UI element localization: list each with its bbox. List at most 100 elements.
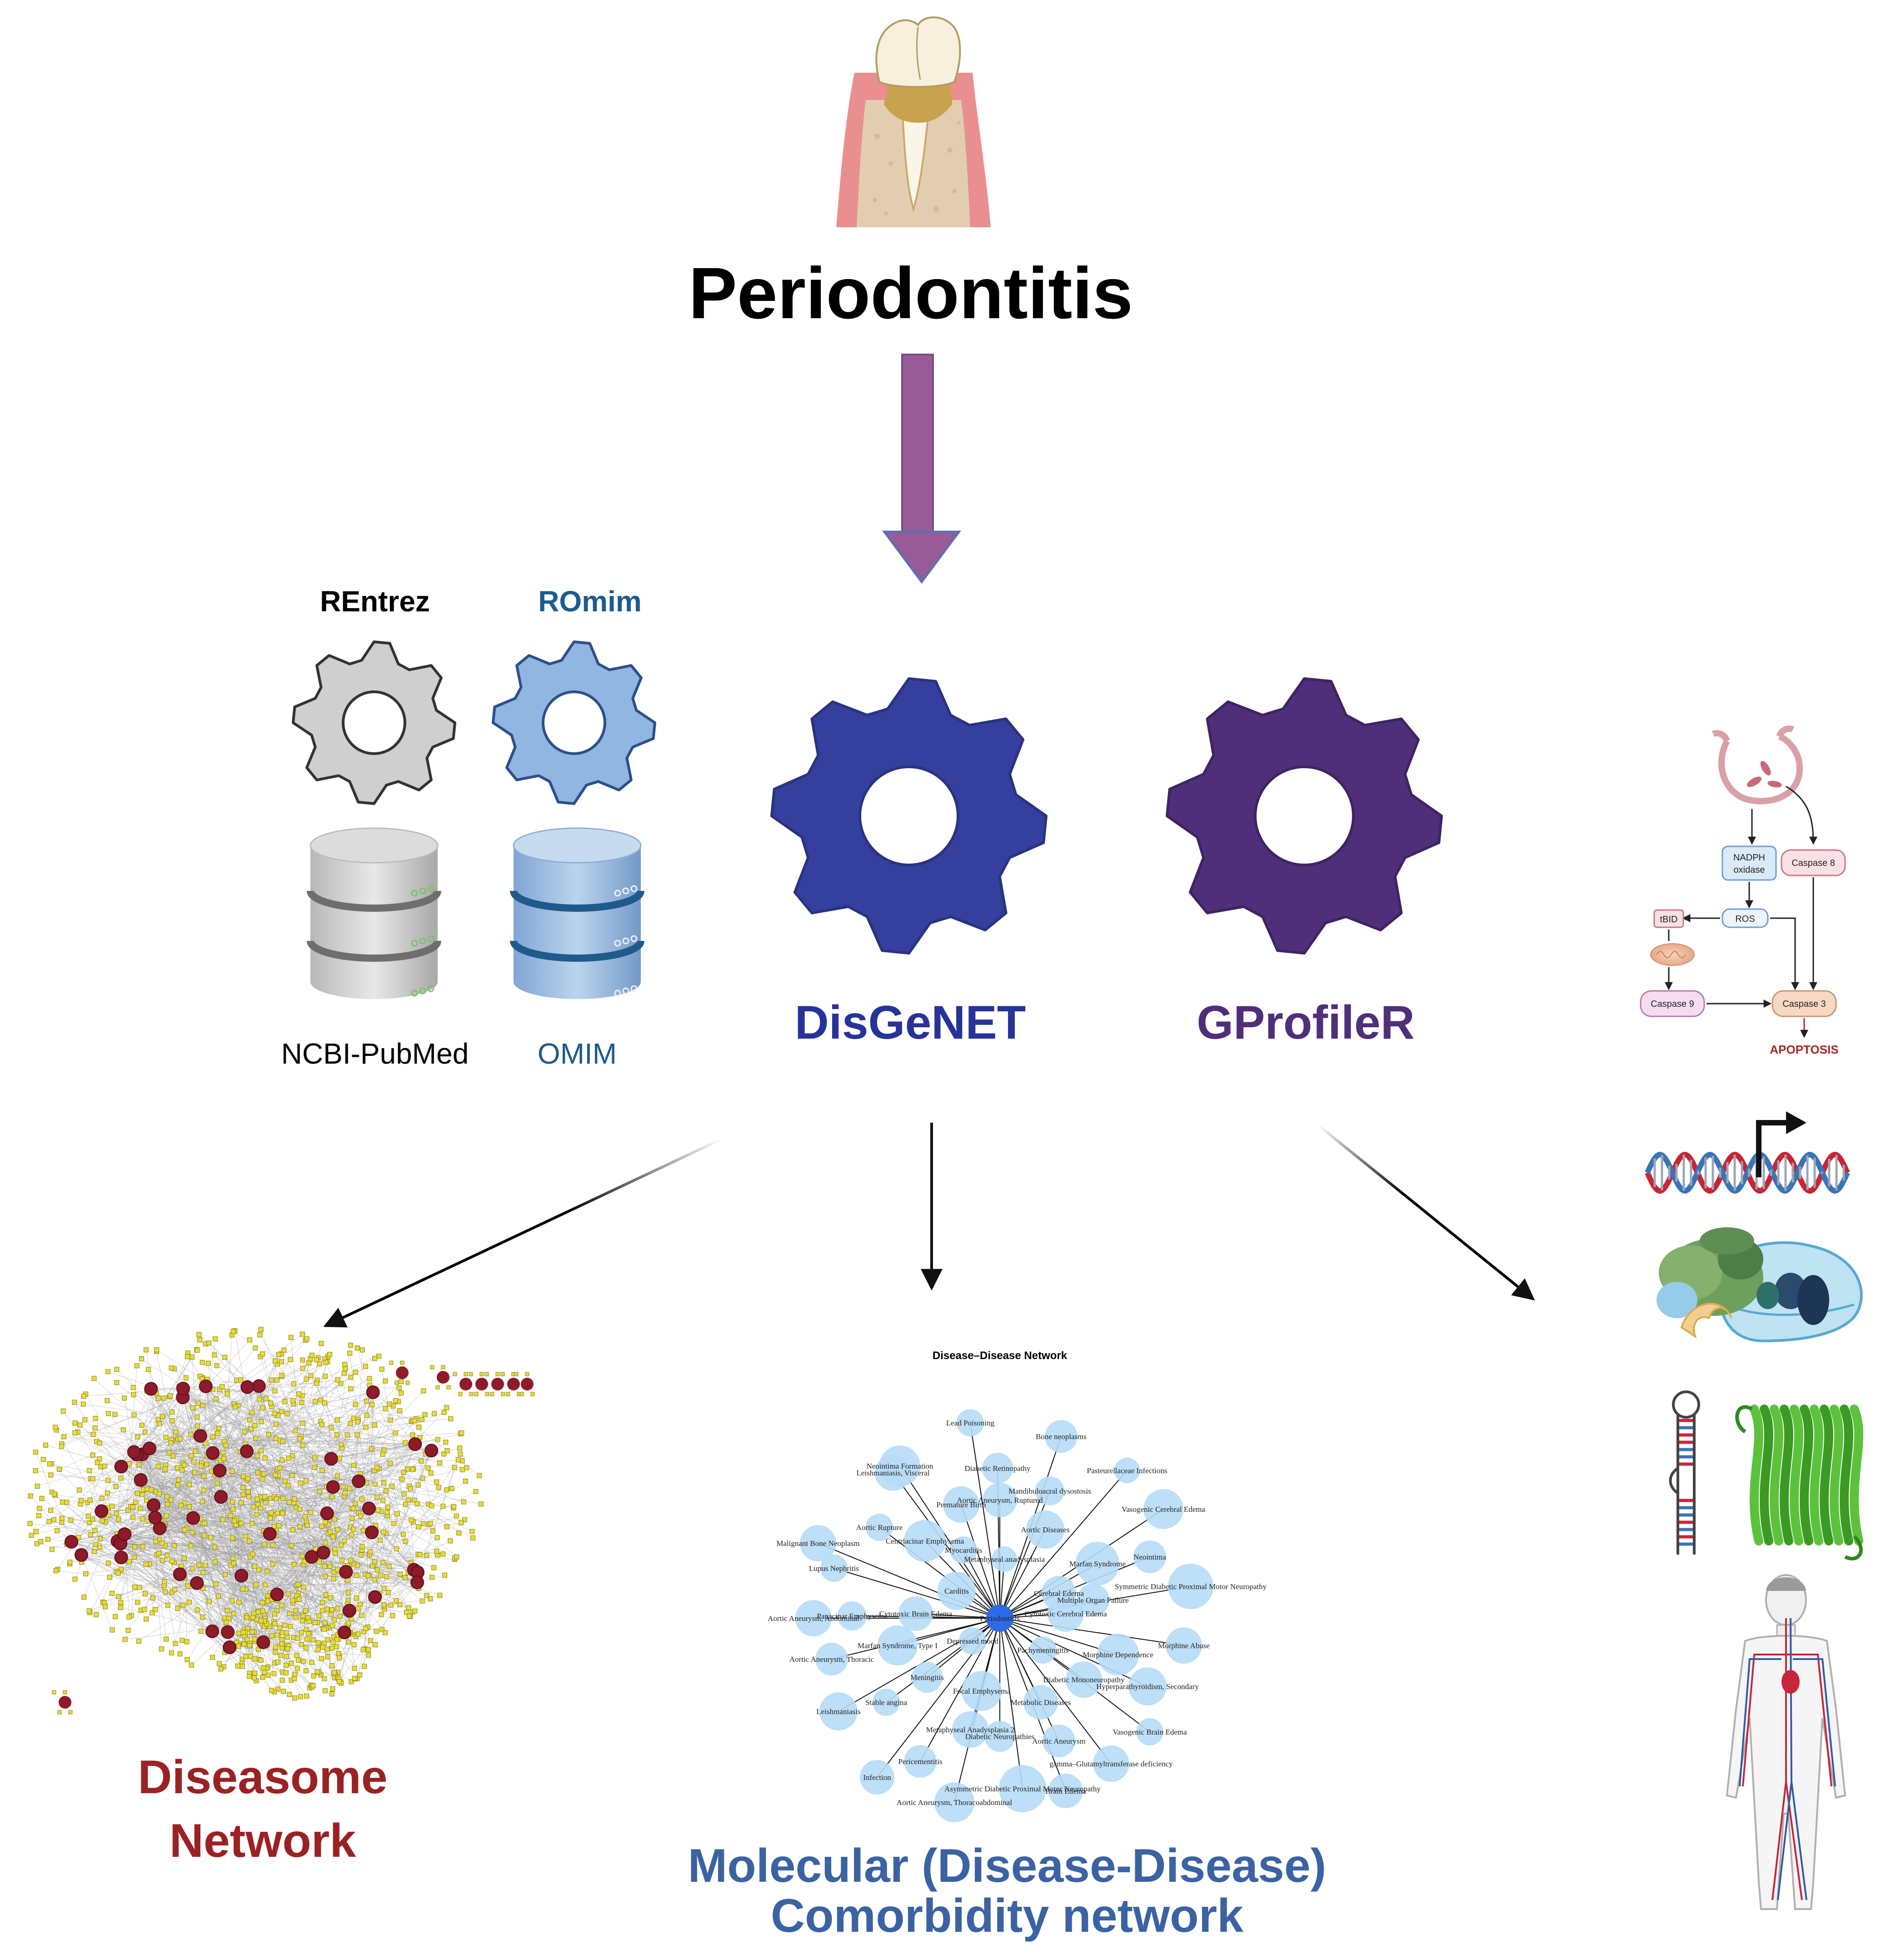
gene-node <box>285 1591 291 1597</box>
gene-node <box>355 1606 361 1611</box>
diseasome-edge <box>150 1389 256 1585</box>
diseasome-edge <box>227 1355 312 1632</box>
diseasome-edge <box>180 1574 298 1669</box>
gene-node <box>284 1411 290 1416</box>
diseasome-edge <box>331 1389 351 1459</box>
gene-node <box>286 1455 291 1461</box>
rentrez-label: REntrez <box>320 585 430 618</box>
gene-node <box>394 1598 399 1604</box>
beta-strand <box>1780 1405 1793 1545</box>
diseasome-edge <box>71 1541 265 1619</box>
gene-node <box>352 1676 358 1681</box>
gene-node <box>434 1535 440 1540</box>
gene-node <box>275 1659 280 1665</box>
gene-node <box>337 1679 342 1684</box>
diseasome-edge <box>319 1444 415 1673</box>
gene-node <box>322 1676 327 1681</box>
diseasome-edge <box>349 1500 415 1611</box>
gene-node <box>133 1500 138 1505</box>
gene-node <box>283 1670 289 1675</box>
gene-node <box>146 1367 151 1372</box>
diseasome-edge <box>184 1530 242 1576</box>
diseasome-edge <box>153 1505 254 1632</box>
gene-node <box>172 1587 178 1592</box>
gene-node <box>114 1367 120 1372</box>
diseasome-edge <box>51 1492 230 1648</box>
diseasome-edge <box>309 1572 418 1634</box>
diseasome-edge <box>246 1451 362 1615</box>
disease-node-label: Pachymeningitis <box>1017 1646 1068 1655</box>
gene-node <box>269 1510 274 1515</box>
gene-node <box>277 1465 283 1471</box>
diseasome-edge <box>220 1380 318 1497</box>
gene-node <box>263 1396 269 1401</box>
gene-node <box>323 1592 329 1598</box>
diseasome-edge <box>183 1463 230 1648</box>
gene-node <box>328 1612 334 1617</box>
gene-node <box>135 1490 140 1496</box>
disease-node <box>962 1671 1002 1711</box>
gene-node <box>279 1457 285 1463</box>
beta-strand <box>1830 1405 1843 1545</box>
gene-node <box>405 1380 410 1385</box>
gene-node <box>366 1652 371 1658</box>
gene-node <box>173 1641 178 1646</box>
diseasome-edge <box>180 1404 373 1575</box>
diseasome-edge <box>183 1388 389 1593</box>
gene-node <box>462 1517 467 1522</box>
gene-node <box>306 1360 312 1365</box>
diseasome-edge <box>323 1552 400 1605</box>
gene-node <box>412 1497 417 1503</box>
gene-node <box>385 1505 390 1510</box>
gene-node <box>279 1373 284 1378</box>
gene-node <box>359 1347 365 1353</box>
diseasome-edge <box>160 1502 294 1529</box>
gene-node <box>490 1392 494 1396</box>
network-edge <box>893 1472 1000 1619</box>
gene-node <box>155 1395 161 1401</box>
beta-strand <box>1750 1405 1763 1545</box>
disease-node <box>95 1504 109 1518</box>
gene-node <box>140 1492 145 1497</box>
gene-node <box>434 1549 439 1554</box>
gene-node <box>453 1372 457 1376</box>
pathway-nadph: NADPH <box>1733 853 1765 863</box>
protein-loop <box>1735 1405 1863 1560</box>
diseasome-edge <box>136 1418 451 1455</box>
diseasome-edge <box>120 1543 264 1639</box>
gene-node <box>380 1560 386 1565</box>
gene-node <box>407 1614 412 1619</box>
gene-node <box>399 1390 404 1396</box>
gene-node <box>374 1567 380 1573</box>
gene-node <box>53 1568 59 1573</box>
gene-node <box>318 1397 324 1403</box>
gene-node <box>402 1575 408 1580</box>
gene-node <box>444 1405 449 1410</box>
diseasome-edge <box>180 1574 368 1576</box>
gene-node <box>39 1495 45 1501</box>
diseasome-edge <box>116 1382 220 1471</box>
disease-node-label: Hyperparathyroidism, Secondary <box>1096 1682 1199 1691</box>
gene-node <box>203 1440 209 1446</box>
pathway-caspase3: Caspase 3 <box>1782 999 1826 1009</box>
disease-node <box>1128 1667 1167 1705</box>
diseasome-edge <box>190 1386 259 1435</box>
diseasome-edge <box>155 1517 375 1645</box>
gene-node <box>216 1661 222 1666</box>
gene-node <box>484 1372 489 1376</box>
gene-node <box>212 1352 217 1358</box>
gene-node <box>383 1488 389 1494</box>
diseasome-edge <box>332 1582 418 1689</box>
gene-node <box>412 1418 417 1423</box>
gene-node <box>323 1520 328 1525</box>
gene-node <box>430 1528 436 1534</box>
gene-node <box>381 1585 387 1591</box>
gene-node <box>154 1347 160 1353</box>
diseasome-edge <box>220 1360 276 1497</box>
gene-node <box>135 1434 140 1440</box>
diseasome-edge <box>281 1354 359 1482</box>
gene-node <box>299 1331 305 1337</box>
diseasome-edge <box>182 1397 423 1601</box>
gene-node <box>90 1476 95 1481</box>
gene-node <box>293 1428 298 1434</box>
